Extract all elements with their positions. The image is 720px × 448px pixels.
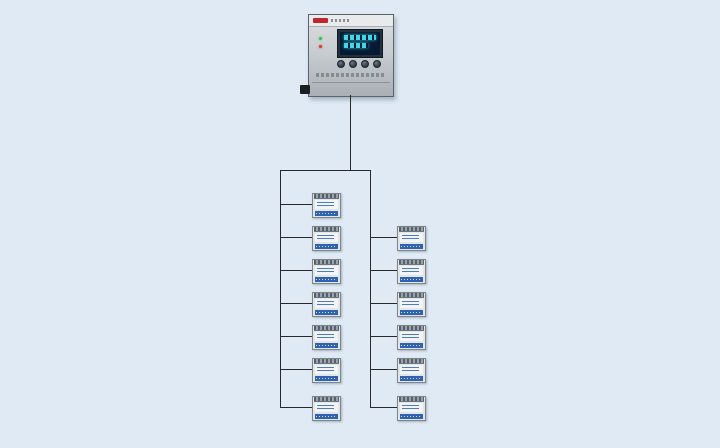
wire-segment bbox=[280, 170, 281, 408]
terminal-block-top bbox=[314, 359, 339, 364]
module-label-area bbox=[400, 233, 423, 242]
module-label-area bbox=[400, 266, 423, 275]
display-digits-row1 bbox=[344, 35, 376, 40]
terminal-block-top bbox=[399, 260, 424, 265]
terminal-block-bottom bbox=[400, 310, 423, 315]
module-label-area bbox=[400, 365, 423, 374]
control-button-3 bbox=[361, 60, 369, 68]
power-connector bbox=[300, 85, 310, 94]
terminal-block-top bbox=[314, 194, 339, 199]
terminal-block-top bbox=[314, 397, 339, 402]
module-label-area bbox=[400, 403, 423, 412]
wire-segment bbox=[370, 237, 397, 238]
panel-seam bbox=[312, 82, 390, 83]
terminal-block-bottom bbox=[315, 211, 338, 216]
wire-segment bbox=[280, 237, 312, 238]
module-label-area bbox=[315, 233, 338, 242]
detector-2 bbox=[312, 226, 341, 251]
terminal-block-top bbox=[399, 326, 424, 331]
wire-segment bbox=[280, 369, 312, 370]
module-label-area bbox=[315, 299, 338, 308]
terminal-block-top bbox=[314, 260, 339, 265]
wire-segment bbox=[370, 270, 397, 271]
terminal-block-bottom bbox=[400, 376, 423, 381]
controller-unit bbox=[300, 14, 394, 97]
lcd-screen bbox=[340, 32, 380, 55]
detector-9 bbox=[397, 259, 426, 284]
wire-segment bbox=[280, 303, 312, 304]
detector-11 bbox=[397, 325, 426, 350]
terminal-block-top bbox=[399, 397, 424, 402]
controller-base bbox=[309, 90, 393, 96]
detector-8 bbox=[397, 226, 426, 251]
module-label-area bbox=[315, 266, 338, 275]
terminal-block-bottom bbox=[400, 277, 423, 282]
wire-segment bbox=[370, 336, 397, 337]
lcd-display bbox=[337, 29, 383, 58]
power-led bbox=[319, 37, 322, 40]
module-label-area bbox=[315, 365, 338, 374]
terminal-block-bottom bbox=[315, 343, 338, 348]
terminal-block-bottom bbox=[400, 244, 423, 249]
wire-segment bbox=[350, 95, 351, 170]
detector-13 bbox=[397, 396, 426, 421]
terminal-block-top bbox=[314, 293, 339, 298]
terminal-block-top bbox=[314, 326, 339, 331]
detector-3 bbox=[312, 259, 341, 284]
alarm-led bbox=[319, 45, 322, 48]
detector-12 bbox=[397, 358, 426, 383]
control-button-2 bbox=[349, 60, 357, 68]
module-label-area bbox=[400, 299, 423, 308]
wire-segment bbox=[280, 336, 312, 337]
terminal-block-top bbox=[314, 227, 339, 232]
terminal-block-bottom bbox=[315, 310, 338, 315]
wire-segment bbox=[280, 270, 312, 271]
controller-faceplate-header bbox=[309, 15, 393, 27]
terminal-block-bottom bbox=[315, 277, 338, 282]
terminal-block-top bbox=[399, 227, 424, 232]
wire-segment bbox=[280, 170, 371, 171]
wire-segment bbox=[280, 407, 312, 408]
module-label-area bbox=[315, 403, 338, 412]
wire-segment bbox=[280, 204, 312, 205]
control-button-1 bbox=[337, 60, 345, 68]
detector-5 bbox=[312, 325, 341, 350]
detector-4 bbox=[312, 292, 341, 317]
wire-segment bbox=[370, 170, 371, 408]
detector-6 bbox=[312, 358, 341, 383]
brand-logo-text bbox=[331, 19, 351, 22]
wire-segment bbox=[370, 303, 397, 304]
terminal-block-bottom bbox=[400, 414, 423, 419]
display-digits-row2 bbox=[344, 43, 368, 48]
detector-10 bbox=[397, 292, 426, 317]
faceplate-label-strip bbox=[316, 73, 386, 77]
control-buttons bbox=[337, 60, 383, 68]
control-button-4 bbox=[373, 60, 381, 68]
detector-1 bbox=[312, 193, 341, 218]
module-label-area bbox=[315, 200, 338, 209]
terminal-block-bottom bbox=[315, 244, 338, 249]
brand-logo-icon bbox=[313, 18, 328, 23]
wire-segment bbox=[370, 407, 397, 408]
terminal-block-bottom bbox=[315, 414, 338, 419]
module-label-area bbox=[315, 332, 338, 341]
detector-7 bbox=[312, 396, 341, 421]
terminal-block-bottom bbox=[315, 376, 338, 381]
terminal-block-top bbox=[399, 293, 424, 298]
terminal-block-top bbox=[399, 359, 424, 364]
terminal-block-bottom bbox=[400, 343, 423, 348]
wire-segment bbox=[370, 369, 397, 370]
module-label-area bbox=[400, 332, 423, 341]
